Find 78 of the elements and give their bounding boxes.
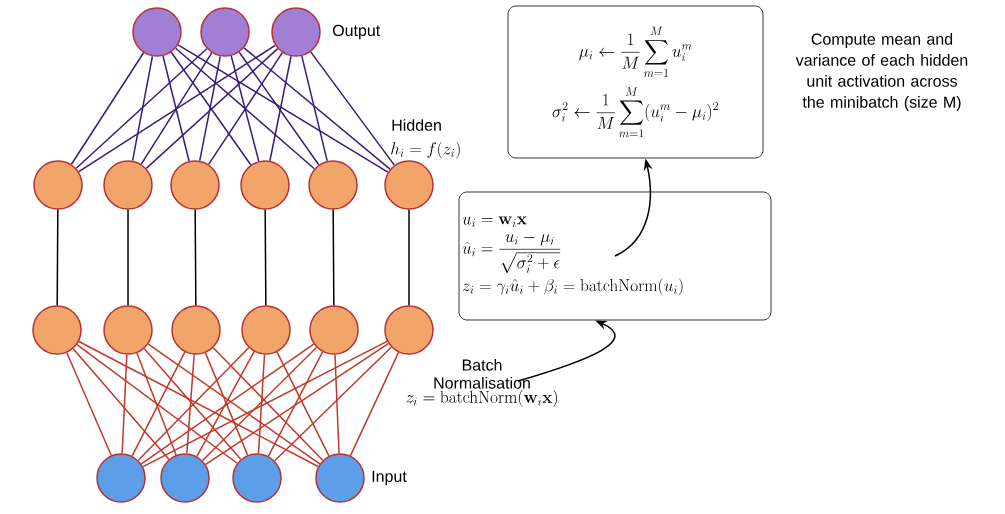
- connection-line: [56, 209, 59, 306]
- connection-line: [131, 55, 154, 162]
- connection-line: [162, 55, 190, 162]
- connection-line: [257, 353, 266, 455]
- connection-line: [170, 51, 252, 166]
- neuron-circle: [170, 160, 220, 210]
- connection-line: [78, 340, 319, 468]
- connection-line: [264, 209, 267, 306]
- neuron-circle: [96, 453, 146, 503]
- connection-line: [267, 351, 324, 457]
- connection-line: [177, 44, 389, 173]
- neuron-circle: [33, 160, 83, 210]
- formula: $\sigma_i^2 \leftarrow \frac{1}{M}\sum_{m=1}^{M} (u_i^m-\mu_i)^2$: [552, 87, 718, 138]
- connection-line: [142, 340, 388, 468]
- connection-line: [140, 52, 213, 165]
- connection-line: [199, 55, 221, 162]
- neuron-circle: [103, 160, 153, 210]
- connection-line: [204, 342, 390, 466]
- connection-line: [76, 343, 238, 464]
- connection-line: [274, 346, 393, 462]
- connection-line: [136, 352, 177, 456]
- connection-line: [78, 44, 276, 173]
- connection-line: [204, 352, 249, 456]
- neuron-circle: [132, 7, 182, 57]
- formula: $u_i = \mathbf{w}_i\mathbf{x}$: [462, 216, 527, 227]
- neuron-circle: [171, 305, 221, 355]
- neuron-circle: [308, 160, 358, 210]
- connection-line: [207, 51, 284, 166]
- layer-label: Input: [372, 470, 407, 486]
- formula: $z_i = \mathrm{batchNorm}(\mathbf{w}_i\mathbf{x})$: [406, 389, 557, 407]
- arrow: [517, 320, 616, 382]
- formula: $h_i = f(z_i)$: [391, 141, 460, 159]
- neuron-circle: [384, 160, 434, 210]
- neuron-circle: [240, 160, 290, 210]
- connection-line: [127, 209, 129, 306]
- neuron-circle: [309, 305, 359, 355]
- neuron-circle: [241, 305, 291, 355]
- neuron-circle: [271, 7, 321, 57]
- connection-line: [334, 353, 340, 454]
- connection-line: [121, 353, 128, 454]
- connection-line: [243, 47, 391, 170]
- connection-line: [196, 350, 255, 458]
- connection-line: [72, 347, 170, 460]
- connection-line: [186, 353, 195, 455]
- connection-line: [349, 351, 400, 457]
- connection-line: [276, 351, 330, 457]
- layer-label: Batch Normalisation: [434, 359, 530, 389]
- formula-box: [458, 191, 772, 321]
- connection-line: [194, 209, 197, 306]
- neuron-circle: [232, 453, 282, 503]
- connection-line: [309, 51, 396, 166]
- connection-line: [332, 209, 335, 306]
- connection-line: [131, 351, 186, 457]
- connection-line: [230, 55, 260, 162]
- layer-label: Hidden: [392, 119, 441, 131]
- neuron-circle: [384, 305, 434, 355]
- formula: $\hat{u}_i = \frac{u_i-\mu_i}{\sqrt{\sigma_i^2+\epsilon}}$: [462, 234, 561, 274]
- note-text: Compute mean and variance of each hidden unit activation across the minibatch (size M): [795, 33, 968, 111]
- formula-box: [507, 5, 764, 159]
- connection-line: [75, 47, 208, 170]
- connection-line: [201, 346, 318, 462]
- layer-label: Output: [332, 24, 381, 40]
- connection-line: [70, 52, 145, 165]
- connection-line: [66, 351, 112, 457]
- connection-line: [212, 347, 324, 461]
- neuron-circle: [200, 7, 250, 57]
- connection-line: [408, 209, 410, 306]
- neuron-circle: [160, 453, 210, 503]
- connection-line: [269, 55, 292, 162]
- formula: $z_i = \gamma_i\hat{u}_i+\beta_i = \mathrm{batchNorm}(u_i)$: [462, 278, 683, 296]
- connection-line: [174, 47, 316, 170]
- connection-line: [145, 47, 279, 170]
- neuron-circle: [32, 305, 82, 355]
- neuron-circle: [103, 305, 153, 355]
- connection-line: [301, 55, 328, 162]
- neuron-circle: [315, 453, 365, 503]
- connection-line: [238, 51, 320, 166]
- formula: $\mu_i \leftarrow \frac{1}{M}\sum_{m=1}^{M} u_i^m$: [579, 26, 692, 77]
